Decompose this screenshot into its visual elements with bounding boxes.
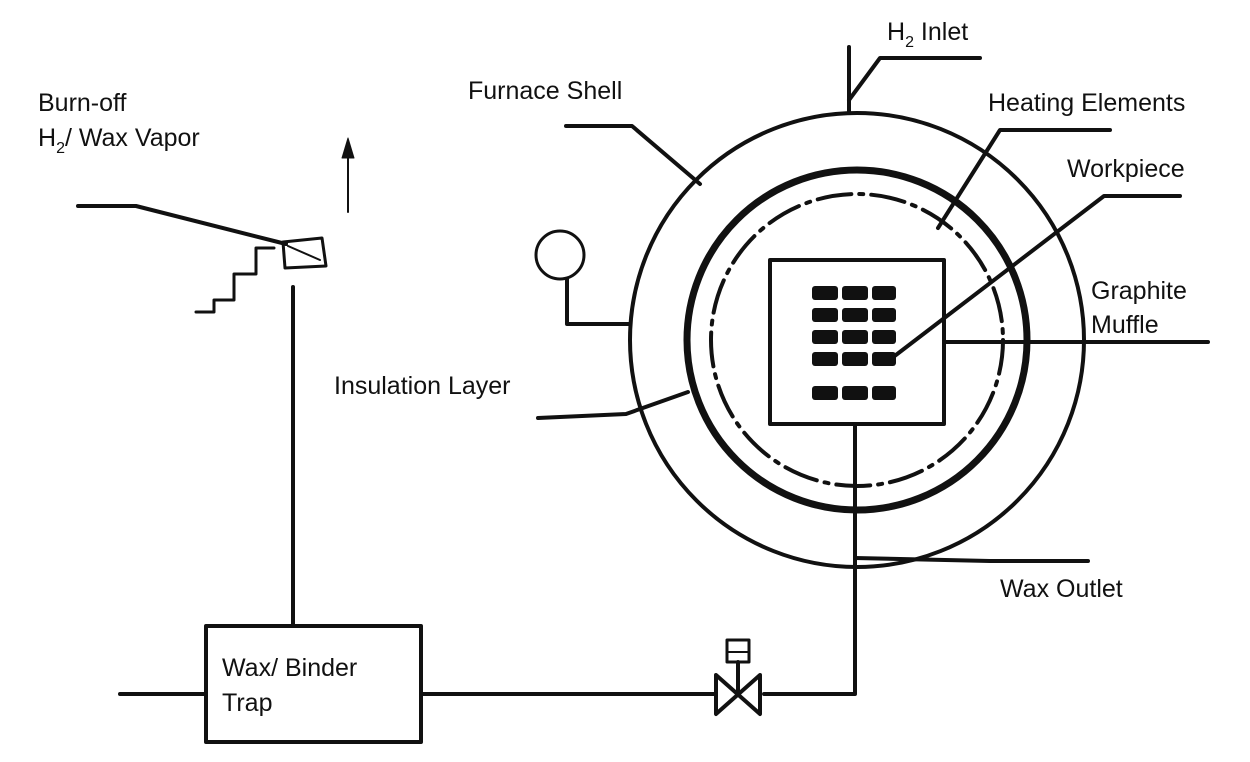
- pressure-gauge-pipe: [567, 279, 630, 324]
- h2-inlet-label: H2 Inlet: [887, 17, 968, 51]
- graphite-label-line1: Graphite: [1091, 277, 1187, 305]
- insulation-layer-leader: [538, 392, 688, 418]
- workpiece-label: Workpiece: [1067, 155, 1185, 183]
- h2-h: H: [887, 18, 906, 46]
- wax-binder-trap-box: [206, 626, 421, 742]
- wax-outlet-label: Wax Outlet: [1000, 575, 1123, 603]
- workpiece-stack: [812, 286, 896, 400]
- burnoff-rest: / Wax Vapor: [64, 124, 200, 152]
- burner-ignition-wire: [196, 248, 274, 312]
- burnoff-label-line2: H2/ Wax Vapor: [38, 123, 200, 157]
- workpiece-leader: [892, 196, 1180, 358]
- vapor-arrow-head: [342, 138, 354, 158]
- burner-nozzle: [283, 238, 326, 268]
- graphite-label-line2: Muffle: [1091, 311, 1159, 339]
- valve: [716, 640, 760, 714]
- burnoff-label-line1: Burn-off: [38, 89, 127, 117]
- heating-elements-label: Heating Elements: [988, 89, 1186, 117]
- pressure-gauge: [536, 231, 584, 279]
- heating-elements-leader: [938, 130, 1110, 228]
- h2-rest: Inlet: [913, 18, 969, 46]
- burnoff-subscript: 2: [56, 140, 65, 157]
- burner-leader: [78, 206, 286, 244]
- wax-outlet-leader: [855, 558, 1088, 561]
- h2-subscript: 2: [905, 34, 914, 51]
- wax-outlet-pipe: [764, 424, 855, 694]
- burnoff-h: H: [38, 124, 57, 152]
- trap-label-line1: Wax/ Binder: [222, 654, 358, 682]
- h2-inlet-leader: [849, 58, 980, 100]
- furnace-shell-leader: [566, 126, 700, 184]
- furnace-shell-label: Furnace Shell: [468, 77, 623, 105]
- insulation-layer-label: Insulation Layer: [334, 372, 511, 400]
- trap-label-line2: Trap: [222, 689, 273, 717]
